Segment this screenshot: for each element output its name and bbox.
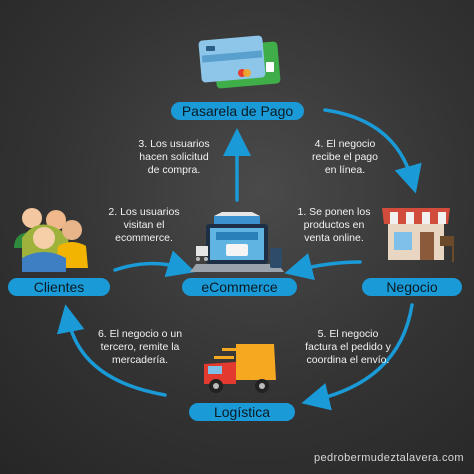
arrow-negocio-to-logistica bbox=[301, 303, 414, 411]
arrow-logistica-to-clientes bbox=[56, 304, 167, 397]
step-4-text: 4. El negocio recibe el pago en línea. bbox=[290, 138, 400, 177]
storefront-icon bbox=[382, 208, 454, 262]
step-1-line-1: 1. Se ponen los bbox=[297, 206, 371, 218]
credit-cards-icon bbox=[198, 35, 281, 89]
step-2-line-3: ecommerce. bbox=[115, 232, 173, 244]
step-6-line-1: 6. El negocio o un bbox=[97, 328, 183, 340]
node-ecommerce: eCommerce bbox=[182, 278, 297, 296]
node-negocio: Negocio bbox=[362, 278, 462, 296]
step-1-line-3: venta online. bbox=[304, 232, 364, 244]
step-6-line-2: tercero, remite la bbox=[100, 341, 180, 353]
step-1-text: 1. Se ponen los productos en venta onlin… bbox=[282, 206, 386, 245]
step-5-line-2: factura el pedido y bbox=[305, 341, 391, 353]
laptop-store-icon bbox=[190, 212, 284, 272]
step-5-text: 5. El negocio factura el pedido y coordi… bbox=[286, 328, 410, 367]
step-3-line-1: 3. Los usuarios bbox=[138, 138, 210, 150]
node-logistica: Logística bbox=[189, 403, 295, 421]
step-6-text: 6. El negocio o un tercero, remite la me… bbox=[84, 328, 196, 367]
step-3-text: 3. Los usuarios hacen solicitud de compr… bbox=[124, 138, 224, 177]
node-clientes: Clientes bbox=[8, 278, 110, 296]
step-2-text: 2. Los usuarios visitan el ecommerce. bbox=[92, 206, 196, 245]
step-5-line-1: 5. El negocio bbox=[317, 328, 379, 340]
node-pasarela-label: Pasarela de Pago bbox=[181, 103, 294, 119]
step-3-line-2: hacen solicitud bbox=[139, 151, 209, 163]
step-3-line-3: de compra. bbox=[147, 164, 201, 176]
node-logistica-label: Logística bbox=[213, 404, 271, 420]
step-2-line-2: visitan el bbox=[123, 219, 165, 231]
node-negocio-label: Negocio bbox=[386, 279, 438, 295]
users-group-icon bbox=[14, 208, 88, 272]
node-clientes-label: Clientes bbox=[33, 279, 85, 295]
node-ecommerce-label: eCommerce bbox=[201, 279, 278, 295]
arrow-negocio-to-ecommerce bbox=[284, 253, 362, 281]
step-4-line-3: en línea. bbox=[324, 164, 366, 176]
step-4-line-2: recibe el pago bbox=[312, 151, 378, 163]
node-pasarela-de-pago: Pasarela de Pago bbox=[171, 102, 304, 120]
step-1-line-2: productos en bbox=[303, 219, 365, 231]
arrow-clientes-to-ecommerce bbox=[113, 250, 196, 278]
step-2-line-1: 2. Los usuarios bbox=[108, 206, 180, 218]
step-6-line-3: mercadería. bbox=[111, 354, 169, 366]
arrow-pasarela-to-negocio bbox=[323, 108, 422, 194]
step-5-line-3: coordina el envío. bbox=[306, 354, 390, 366]
delivery-truck-icon bbox=[204, 344, 276, 393]
footer-website: pedrobermudeztalavera.com bbox=[313, 452, 464, 464]
step-4-line-1: 4. El negocio bbox=[314, 138, 376, 150]
